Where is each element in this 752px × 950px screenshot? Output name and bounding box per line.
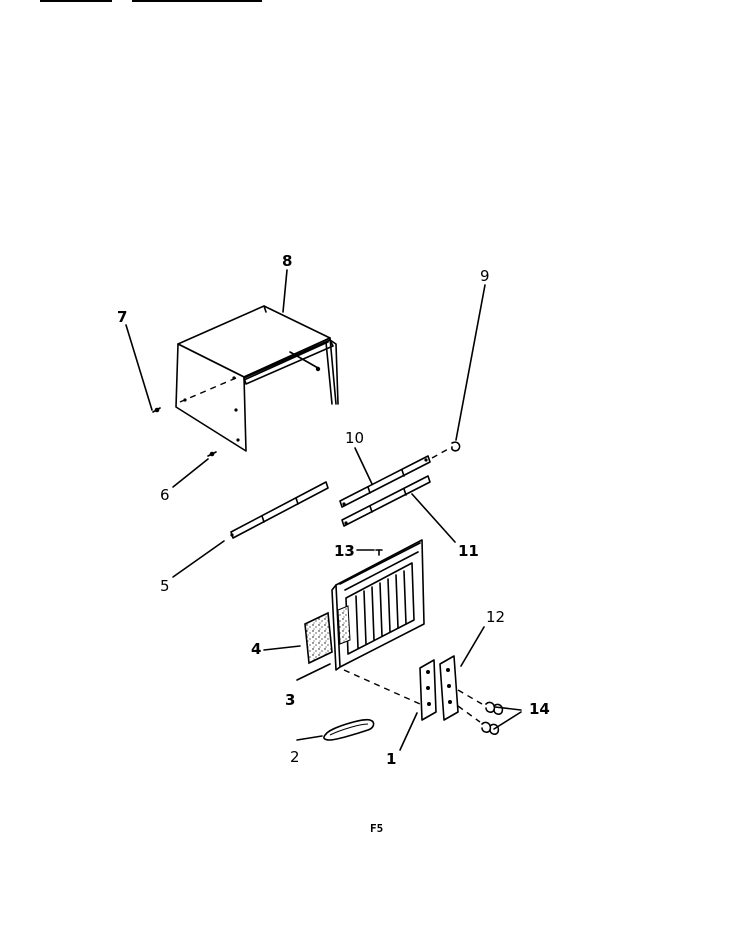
part-gasket <box>323 718 375 741</box>
callout-9: 9 <box>480 267 490 285</box>
callout-2: 2 <box>290 748 300 766</box>
part-screw-6 <box>207 451 217 457</box>
callout-5: 5 <box>160 577 170 595</box>
part-clip-9 <box>431 441 461 459</box>
part-front-grille <box>331 539 425 671</box>
part-filter <box>304 611 333 665</box>
leader-lines <box>125 269 522 751</box>
part-knobs <box>481 701 504 735</box>
callout-3: 3 <box>285 691 295 709</box>
callout-6: 6 <box>160 486 170 504</box>
callout-4: 4 <box>251 640 261 658</box>
part-rail-10 <box>339 455 431 508</box>
part-cabinet <box>175 305 339 452</box>
part-screw-13 <box>375 549 383 556</box>
callout-12: 12 <box>486 608 505 626</box>
part-rail-5 <box>230 481 329 539</box>
assembly-line-grille-bracket <box>343 669 421 705</box>
callout-labels: 1 2 3 4 5 6 7 8 9 10 11 12 13 14 <box>117 252 550 768</box>
callout-1: 1 <box>386 750 396 768</box>
figure-caption: F5 <box>370 822 383 835</box>
assembly-line-knobs <box>457 689 483 705</box>
part-control-panel-12 <box>439 655 459 721</box>
callout-11: 11 <box>458 542 479 560</box>
part-rail-11 <box>341 475 431 527</box>
part-screw-7 <box>152 407 161 413</box>
callout-13: 13 <box>334 542 355 560</box>
part-control-bracket-1 <box>419 659 437 721</box>
callout-8: 8 <box>282 252 292 270</box>
callout-14: 14 <box>529 700 550 718</box>
assembly-line-knobs-2 <box>457 705 481 723</box>
callout-10: 10 <box>345 429 364 447</box>
callout-7: 7 <box>117 308 127 326</box>
